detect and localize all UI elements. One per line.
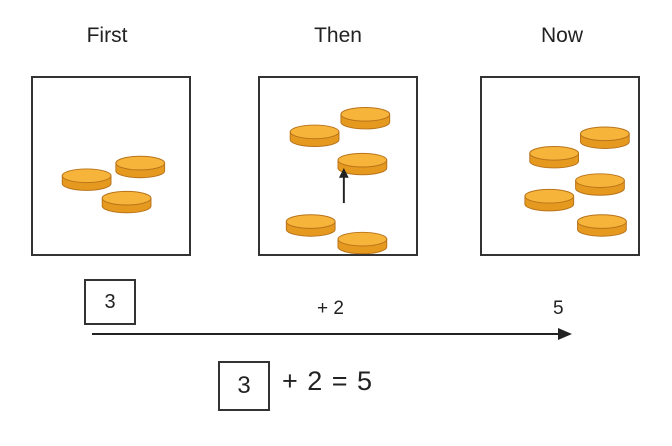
- coin-icon: [579, 126, 630, 149]
- equation-boxed-value: 3: [237, 372, 251, 399]
- coin-icon: [101, 190, 152, 214]
- number-line-arrowhead: [558, 328, 572, 340]
- panel-now: [480, 76, 640, 256]
- panel-first: [31, 76, 191, 256]
- end-value-label: 5: [553, 298, 564, 319]
- change-label: + 2: [317, 298, 344, 319]
- coin-icon: [337, 231, 388, 254]
- equation-box: 3: [218, 361, 270, 411]
- start-value-box: 3: [84, 279, 136, 325]
- coin-icon: [285, 214, 336, 237]
- first-coins: [61, 155, 166, 214]
- arrow-up-icon: [338, 167, 349, 204]
- heading-now: Now: [540, 24, 583, 47]
- coin-icon: [577, 214, 627, 237]
- panel-then: [258, 76, 418, 256]
- then-coins: [285, 107, 391, 254]
- coin-icon: [115, 155, 166, 179]
- start-value: 3: [104, 290, 116, 313]
- now-coins: [524, 126, 630, 237]
- heading-first: First: [86, 24, 128, 47]
- equation-rest: + 2 = 5: [282, 366, 374, 396]
- coin-icon: [61, 168, 112, 191]
- heading-then: Then: [314, 24, 362, 47]
- coin-icon: [524, 188, 575, 212]
- coin-icon: [337, 152, 388, 176]
- coin-icon: [529, 146, 580, 169]
- coin-icon: [289, 124, 340, 147]
- coin-icon: [340, 107, 391, 130]
- coin-icon: [575, 173, 625, 196]
